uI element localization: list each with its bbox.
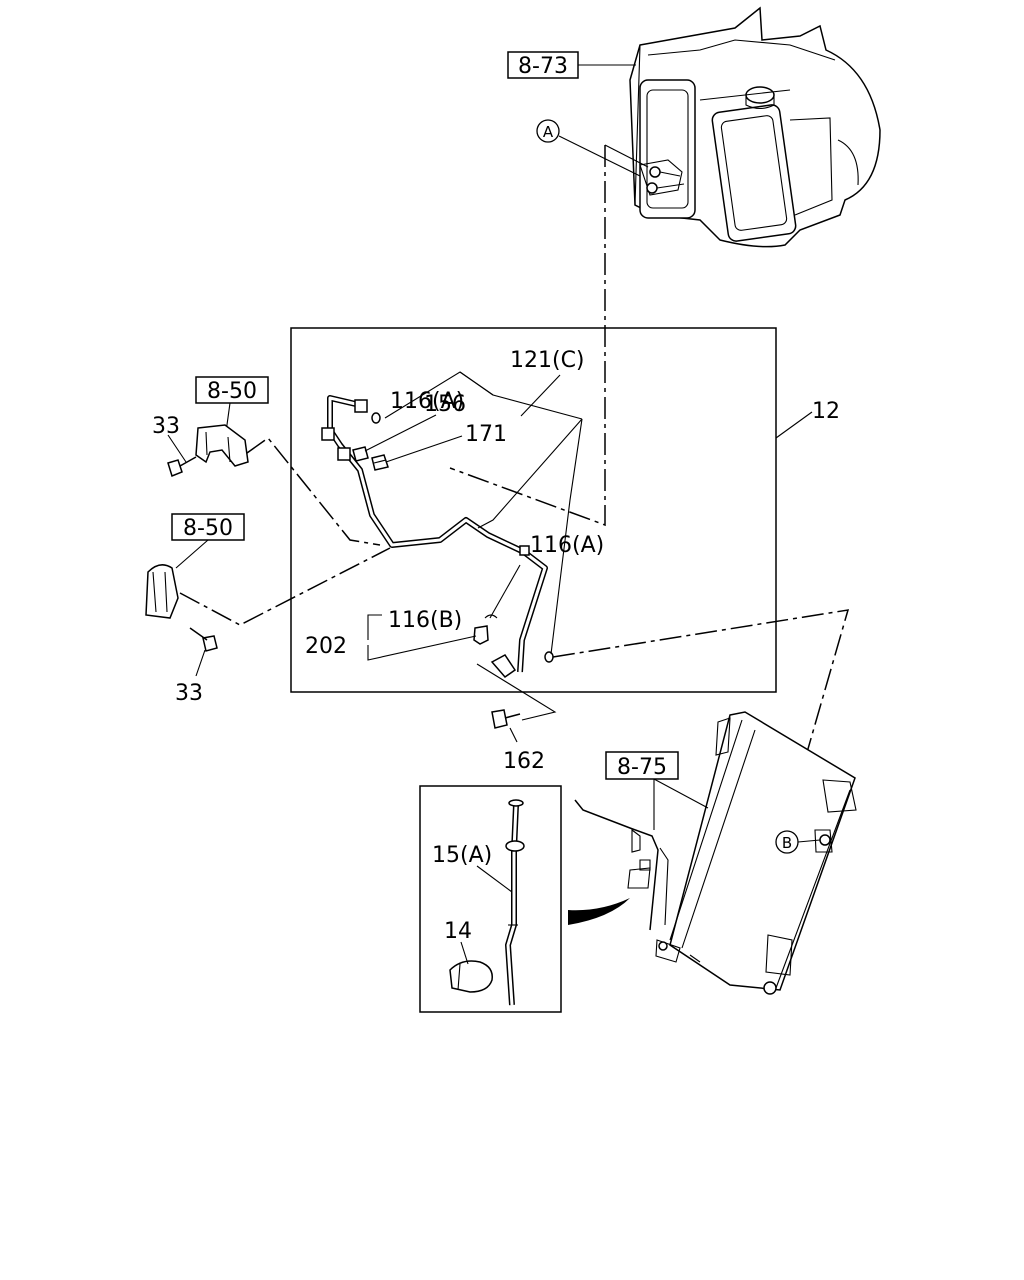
bracket-202-bottom bbox=[367, 635, 477, 661]
part-116a-oring-mid[interactable] bbox=[544, 651, 554, 663]
leader-12 bbox=[775, 411, 813, 439]
part-116b[interactable] bbox=[484, 614, 498, 619]
leader-33-top bbox=[167, 434, 187, 463]
bolt-33-bottom[interactable] bbox=[189, 627, 218, 652]
leader-8-75 bbox=[653, 778, 709, 830]
reference-8-50-top[interactable]: 8-50 bbox=[195, 376, 269, 404]
bolt-162[interactable] bbox=[491, 709, 521, 729]
bolt-33-top[interactable] bbox=[167, 456, 197, 477]
detail-marker-a-label: A bbox=[543, 123, 554, 141]
label-116a-top: 116(A) bbox=[390, 389, 464, 414]
label-15a: 15(A) bbox=[432, 843, 492, 868]
leader-b bbox=[797, 839, 821, 843]
label-156: 156 bbox=[424, 392, 466, 417]
clamp-top bbox=[195, 424, 249, 467]
reference-8-75[interactable]: 8-75 bbox=[605, 751, 679, 780]
detail-marker-b-label: B bbox=[782, 834, 792, 852]
reference-8-50-mid-label: 8-50 bbox=[183, 516, 233, 541]
leader-15a bbox=[476, 865, 513, 893]
leader-121c bbox=[520, 374, 561, 417]
label-121c: 121(C) bbox=[510, 348, 585, 373]
label-162: 162 bbox=[503, 749, 545, 774]
reference-8-50-top-label: 8-50 bbox=[207, 379, 257, 404]
part-14-clip[interactable] bbox=[449, 960, 493, 993]
label-202: 202 bbox=[305, 634, 347, 659]
evaporator-unit bbox=[629, 6, 881, 248]
reference-8-75-label: 8-75 bbox=[617, 755, 667, 780]
clamp-mid bbox=[145, 564, 179, 619]
label-12: 12 bbox=[812, 399, 840, 424]
pipe-assembly bbox=[321, 395, 548, 679]
assembly-box-12 bbox=[290, 327, 777, 693]
reference-8-73[interactable]: 8-73 bbox=[507, 51, 579, 79]
dashed-line-clamp-mid bbox=[179, 547, 391, 626]
detail-arrow bbox=[568, 898, 630, 925]
label-33-bottom: 33 bbox=[175, 681, 203, 706]
leader-121c-pipe bbox=[477, 418, 583, 529]
part-156[interactable] bbox=[352, 446, 369, 462]
leader-162-line bbox=[476, 663, 557, 721]
part-202[interactable] bbox=[473, 625, 489, 645]
leader-171 bbox=[385, 435, 463, 463]
label-116b: 116(B) bbox=[388, 608, 462, 633]
dashed-line-clamp-top bbox=[246, 436, 381, 546]
detail-inset-box bbox=[419, 785, 562, 1013]
dashed-line-evaporator bbox=[449, 145, 606, 527]
part-116a-oring-top[interactable] bbox=[371, 412, 381, 424]
detail-marker-a[interactable]: A bbox=[536, 119, 560, 143]
leader-a bbox=[558, 135, 641, 177]
label-171: 171 bbox=[465, 422, 507, 447]
leader-121c-oring bbox=[550, 418, 583, 655]
leader-162 bbox=[509, 727, 518, 743]
leader-14 bbox=[460, 941, 469, 965]
part-171[interactable] bbox=[371, 454, 389, 471]
leader-33-bottom bbox=[195, 649, 206, 677]
bracket-202-top bbox=[367, 614, 382, 640]
condenser bbox=[574, 711, 857, 995]
reference-8-73-label: 8-73 bbox=[518, 54, 568, 79]
leader-121c-branch bbox=[459, 371, 494, 396]
label-33-top: 33 bbox=[152, 414, 180, 439]
reference-8-50-mid[interactable]: 8-50 bbox=[171, 513, 245, 541]
leader-156 bbox=[364, 414, 437, 452]
leader-116b bbox=[489, 564, 521, 619]
part-15a-pipe[interactable] bbox=[505, 799, 525, 1006]
leader-evap-pipe bbox=[604, 144, 649, 168]
leader-8-50-mid bbox=[175, 539, 209, 569]
detail-marker-b[interactable]: B bbox=[775, 830, 799, 854]
label-14: 14 bbox=[444, 919, 472, 944]
label-116a-mid: 116(A) bbox=[530, 533, 604, 558]
